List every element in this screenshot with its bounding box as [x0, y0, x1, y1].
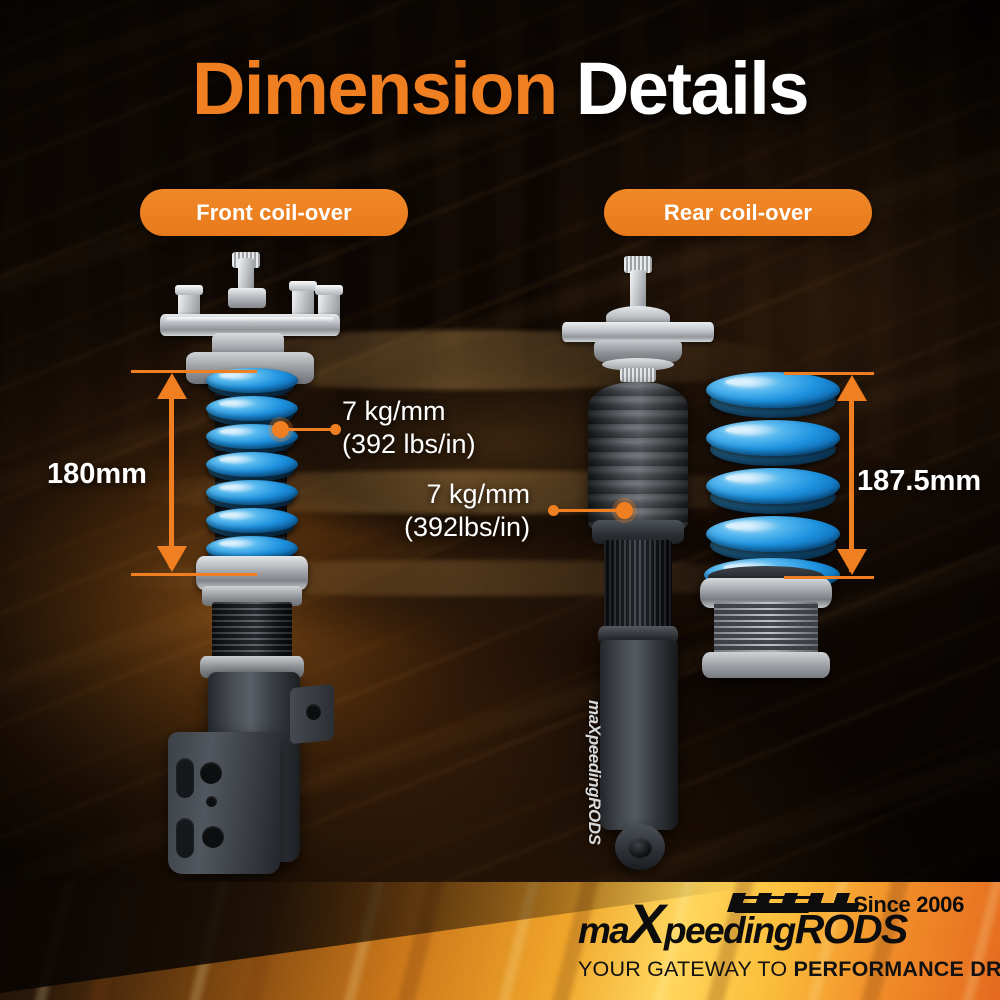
front-bracket-slot — [176, 758, 194, 798]
rear-perch-base — [702, 652, 830, 678]
since-label: Since 2006 — [853, 892, 964, 917]
front-damper-shaft — [238, 258, 254, 290]
rear-washer — [602, 358, 674, 371]
rear-spring-coil — [706, 372, 840, 408]
front-measure-leader-top — [131, 370, 257, 373]
front-measure-arrowhead-bottom — [157, 546, 187, 572]
rear-threaded-shaft — [604, 540, 672, 640]
rear-lower-hat — [594, 340, 682, 362]
rear-eyelet-bushing — [628, 838, 652, 858]
front-spring-coil — [206, 480, 298, 505]
front-callout-anchor-dot — [272, 421, 289, 438]
tagline-bold: PERFORMANCE DRIVING — [793, 957, 1000, 981]
brand-suffix: RODS — [794, 906, 909, 952]
front-bracket-hole — [200, 762, 222, 784]
rear-callout-line1: 7 kg/mm — [426, 479, 531, 509]
rear-measure-leader-bottom — [784, 576, 874, 579]
rear-dust-boot-shading — [588, 382, 688, 530]
front-callout-text: 7 kg/mm (392 lbs/in) — [342, 395, 476, 461]
brand-logo: Since 2006 maXpeedingRODS YOUR GATEWAY T… — [578, 892, 1000, 984]
tagline-light: YOUR GATEWAY TO — [578, 957, 794, 981]
front-measure-leader-bottom — [131, 573, 257, 576]
brand-wordmark: maXpeedingRODS — [578, 896, 964, 952]
front-threaded-sleeve — [212, 602, 292, 664]
front-top-nut — [228, 288, 266, 308]
front-locking-collar — [202, 586, 302, 606]
rear-measure-arrowhead-bottom — [837, 549, 867, 575]
front-measure-shaft — [169, 378, 174, 568]
rear-callout-anchor-dot — [616, 502, 633, 519]
front-spring-coil — [206, 508, 298, 533]
front-spring-coil — [206, 452, 298, 477]
front-spring-coil — [206, 396, 298, 421]
brand-prefix: ma — [578, 910, 630, 951]
rear-spring-coil — [706, 516, 840, 552]
rear-measure-shaft — [849, 380, 854, 572]
rear-shaft-collar — [598, 626, 678, 644]
front-bracket-hole-small — [206, 796, 217, 807]
badge-rear-coilover: Rear coil-over — [604, 189, 872, 236]
rear-spring-coil — [706, 420, 840, 456]
front-bracket-slot — [176, 818, 194, 858]
rear-measure-arrowhead-top — [837, 375, 867, 401]
front-callout-end-dot — [330, 424, 341, 435]
front-callout-leader — [281, 428, 337, 431]
front-measure-label: 180mm — [47, 458, 147, 490]
rear-shock-body — [600, 640, 678, 830]
page-title: Dimension Details — [0, 52, 1000, 126]
rear-spring-coil — [706, 468, 840, 504]
brand-mid: peeding — [664, 910, 796, 951]
page-title-primary: Dimension — [191, 47, 558, 130]
rear-callout-text: 7 kg/mm (392lbs/in) — [404, 478, 530, 544]
page-title-secondary: Details — [575, 47, 810, 130]
front-callout-line1: 7 kg/mm — [342, 396, 446, 426]
front-top-mount-plate — [160, 314, 340, 336]
rear-top-mount-plate — [562, 322, 714, 342]
front-bracket-hole — [202, 826, 224, 848]
front-bracket-tab-hole — [306, 704, 321, 720]
front-callout-line2: (392 lbs/in) — [342, 428, 476, 459]
rear-threaded-perch — [714, 602, 818, 658]
rear-callout-end-dot — [548, 505, 559, 516]
brand-tagline: YOUR GATEWAY TO PERFORMANCE DRIVING — [578, 957, 1000, 982]
rear-callout-line2: (392lbs/in) — [404, 511, 531, 542]
rear-lock-nut — [620, 368, 656, 382]
front-mount-bolt-mid — [289, 281, 317, 322]
front-measure-arrowhead-top — [157, 373, 187, 399]
footer-band: Since 2006 maXpeedingRODS YOUR GATEWAY T… — [0, 882, 1000, 1000]
brand-x: X — [628, 892, 665, 955]
rear-dust-boot — [588, 382, 688, 530]
rear-callout-leader — [556, 509, 620, 512]
shock-body-brand-logo: maXpeedingRODS — [585, 700, 604, 845]
badge-front-coilover: Front coil-over — [140, 189, 408, 236]
rear-measure-label: 187.5mm — [857, 465, 982, 497]
rear-damper-shaft — [630, 270, 646, 310]
rear-measure-leader-top — [784, 372, 874, 375]
rear-adjuster-knob — [624, 256, 652, 273]
